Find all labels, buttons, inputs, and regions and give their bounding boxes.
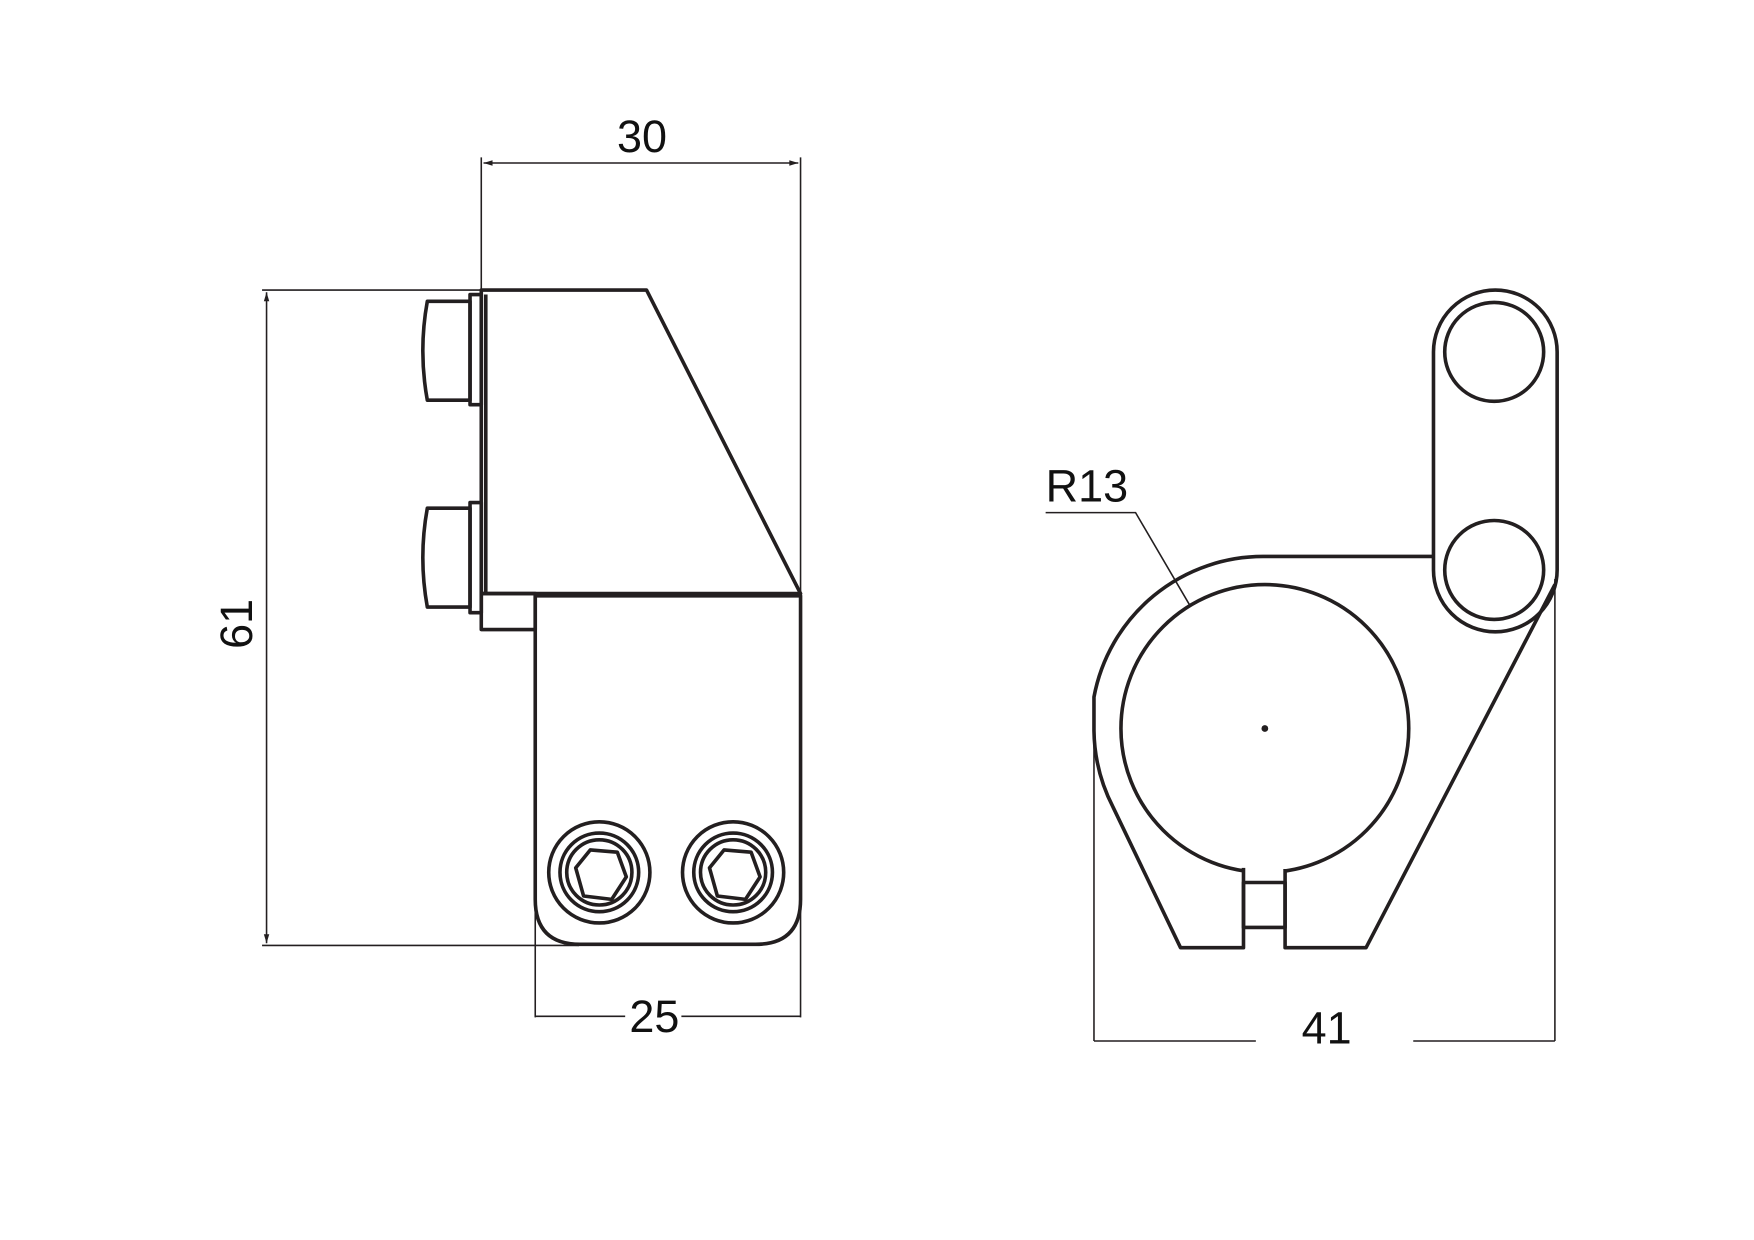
dimension-label-61: 61 [211,599,262,649]
dimension-r13: R13 [1046,460,1191,606]
clamp-outer-left [1092,554,1434,950]
upper-body [479,288,803,596]
lower-body [533,594,803,947]
center-point [1261,725,1269,732]
side-view: 30 61 25 [211,111,803,1042]
screw-left [546,819,652,925]
button-top [421,299,472,403]
dimension-label-25: 25 [629,991,679,1042]
dimension-61: 61 [211,289,580,947]
clamp-outer-right [1283,583,1557,950]
dimension-30: 30 [480,111,802,596]
dimension-label-41: 41 [1302,1002,1352,1053]
step-block [479,591,538,632]
mount-hole-bottom [1442,518,1546,622]
front-view: R13 41 [1046,288,1559,1053]
clamp-slot [1241,880,1287,930]
screw-right [680,819,786,925]
dimension-41: 41 [1093,578,1556,1053]
mount-ear [1431,288,1559,634]
dimension-25: 25 [534,899,802,1042]
dimension-label-r13: R13 [1046,460,1128,511]
dimension-label-30: 30 [617,111,667,162]
button-bottom [421,506,472,609]
mount-hole-top [1442,300,1546,404]
